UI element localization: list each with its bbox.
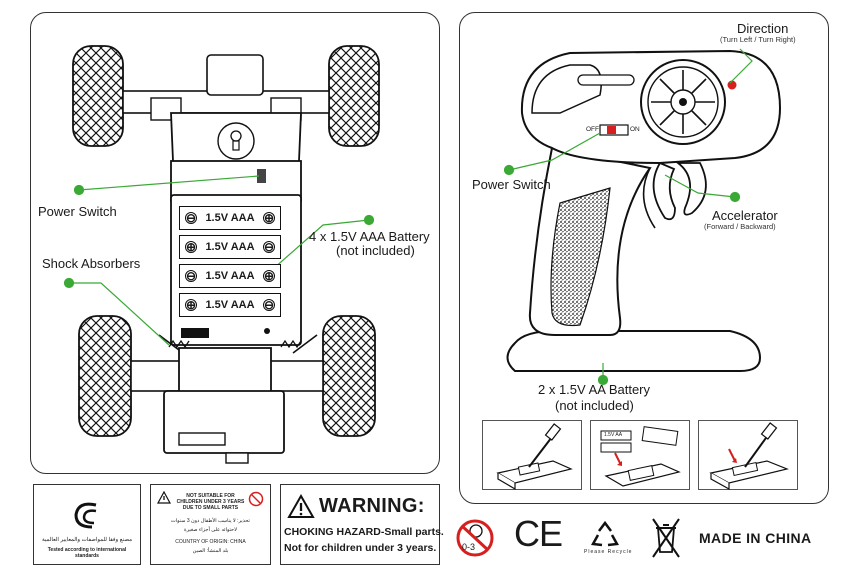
battery-cell-label: 1.5V AAA bbox=[205, 212, 255, 224]
country-of-origin: COUNTRY OF ORIGIN: CHINA bbox=[175, 539, 246, 545]
battery-terminal-icon: ⊕ bbox=[262, 211, 275, 225]
shock-absorbers-label: Shock Absorbers bbox=[42, 256, 141, 271]
car-diagram-panel: ⊖ 1.5V AAA ⊕ ⊕ 1.5V AAA ⊖ ⊖ 1.5V AAA ⊕ ⊕… bbox=[30, 12, 440, 474]
warning-triangle-icon bbox=[287, 494, 315, 518]
recycle-text: Please Recycle bbox=[584, 549, 633, 555]
accelerator-label: Accelerator bbox=[712, 208, 778, 223]
child-warning-arabic-1: تحذير: لا يناسب الأطفال دون 3 سنوات bbox=[171, 518, 250, 524]
screwdriver-close-cover-icon bbox=[709, 422, 789, 491]
car-battery-spec-label: 4 x 1.5V AAA Battery bbox=[309, 229, 430, 244]
battery-cell-label: 1.5V AAA bbox=[205, 241, 255, 253]
battery-terminal-icon: ⊖ bbox=[262, 240, 275, 254]
car-chassis-drawing bbox=[63, 45, 380, 464]
child-age-warning-box: NOT SUITABLE FOR CHILDREN UNDER 3 YEARS … bbox=[150, 484, 271, 565]
car-power-switch-label: Power Switch bbox=[38, 204, 117, 219]
age-badge-text: 0-3 bbox=[462, 542, 476, 552]
battery-cell-3: ⊖ 1.5V AAA ⊕ bbox=[179, 264, 281, 288]
warning-line-1: CHOKING HAZARD-Small parts. bbox=[284, 526, 444, 538]
rear-left-wheel bbox=[78, 315, 132, 437]
made-in-china-label: MADE IN CHINA bbox=[699, 530, 812, 546]
install-step-3 bbox=[698, 420, 798, 491]
battery-terminal-icon: ⊖ bbox=[185, 211, 197, 225]
battery-terminal-icon: ⊖ bbox=[185, 269, 197, 283]
choking-hazard-warning-box: WARNING: CHOKING HAZARD-Small parts. Not… bbox=[280, 484, 444, 565]
accelerator-sub-label: (Forward / Backward) bbox=[704, 222, 776, 231]
warning-title: WARNING: bbox=[319, 495, 425, 517]
recycle-icon bbox=[590, 520, 620, 547]
compliance-english-line: Tested according to international standa… bbox=[47, 547, 127, 559]
battery-cell-1: ⊖ 1.5V AAA ⊕ bbox=[179, 206, 281, 230]
standards-compliance-box: مصنع وفقا للمواصفات والمعايير العالمية T… bbox=[33, 484, 141, 565]
child-warning-line-2: CHILDREN UNDER 3 YEARS bbox=[176, 499, 245, 505]
screwdriver-open-cover-icon bbox=[496, 423, 573, 491]
compliance-arabic-line: مصنع وفقا للمواصفات والمعايير العالمية bbox=[41, 537, 133, 543]
remote-battery-note: (not included) bbox=[555, 398, 634, 413]
switch-off-label: OFF bbox=[586, 126, 599, 133]
country-of-origin-arabic: بلد المنشأ: الصين bbox=[192, 548, 229, 554]
switch-on-label: ON bbox=[630, 126, 640, 133]
ce-mark: CE bbox=[514, 513, 563, 554]
install-step-1 bbox=[482, 420, 582, 491]
remote-controller-drawing bbox=[503, 48, 782, 386]
conformity-mark-icon bbox=[74, 502, 97, 529]
battery-cell-4: ⊕ 1.5V AAA ⊖ bbox=[179, 293, 281, 317]
battery-terminal-icon: ⊕ bbox=[262, 269, 275, 283]
battery-terminal-icon: ⊕ bbox=[185, 298, 197, 312]
no-under-3-years-icon bbox=[456, 519, 494, 557]
remote-power-switch-label: Power Switch bbox=[472, 177, 551, 192]
front-right-wheel bbox=[328, 45, 380, 147]
direction-sub-label: (Turn Left / Turn Right) bbox=[720, 35, 796, 44]
direction-label: Direction bbox=[737, 21, 789, 36]
car-battery-note: (not included) bbox=[336, 243, 415, 258]
remote-battery-spec-label: 2 x 1.5V AA Battery bbox=[538, 382, 651, 397]
no-under-3-icon bbox=[248, 491, 264, 507]
insert-batteries-icon bbox=[600, 426, 681, 487]
weee-crossed-bin-icon bbox=[652, 518, 680, 558]
warning-line-2: Not for children under 3 years. bbox=[284, 542, 437, 554]
battery-terminal-icon: ⊖ bbox=[262, 298, 275, 312]
child-warning-arabic-2: لاحتوائه على أجزاء صغيرة bbox=[184, 527, 237, 533]
child-warning-line-3: DUE TO SMALL PARTS bbox=[182, 505, 239, 511]
front-left-wheel bbox=[72, 45, 124, 147]
battery-cell-label: 1.5V AAA bbox=[205, 299, 255, 311]
child-warning-line-1: NOT SUITABLE FOR bbox=[186, 493, 235, 499]
install-battery-text: 1.5V AA bbox=[604, 432, 623, 438]
install-step-2: 1.5V AA bbox=[590, 420, 690, 490]
rear-right-wheel bbox=[322, 315, 376, 437]
battery-terminal-icon: ⊕ bbox=[185, 240, 197, 254]
battery-cell-label: 1.5V AAA bbox=[205, 270, 255, 282]
warning-triangle-icon bbox=[157, 491, 171, 504]
battery-cell-2: ⊕ 1.5V AAA ⊖ bbox=[179, 235, 281, 259]
